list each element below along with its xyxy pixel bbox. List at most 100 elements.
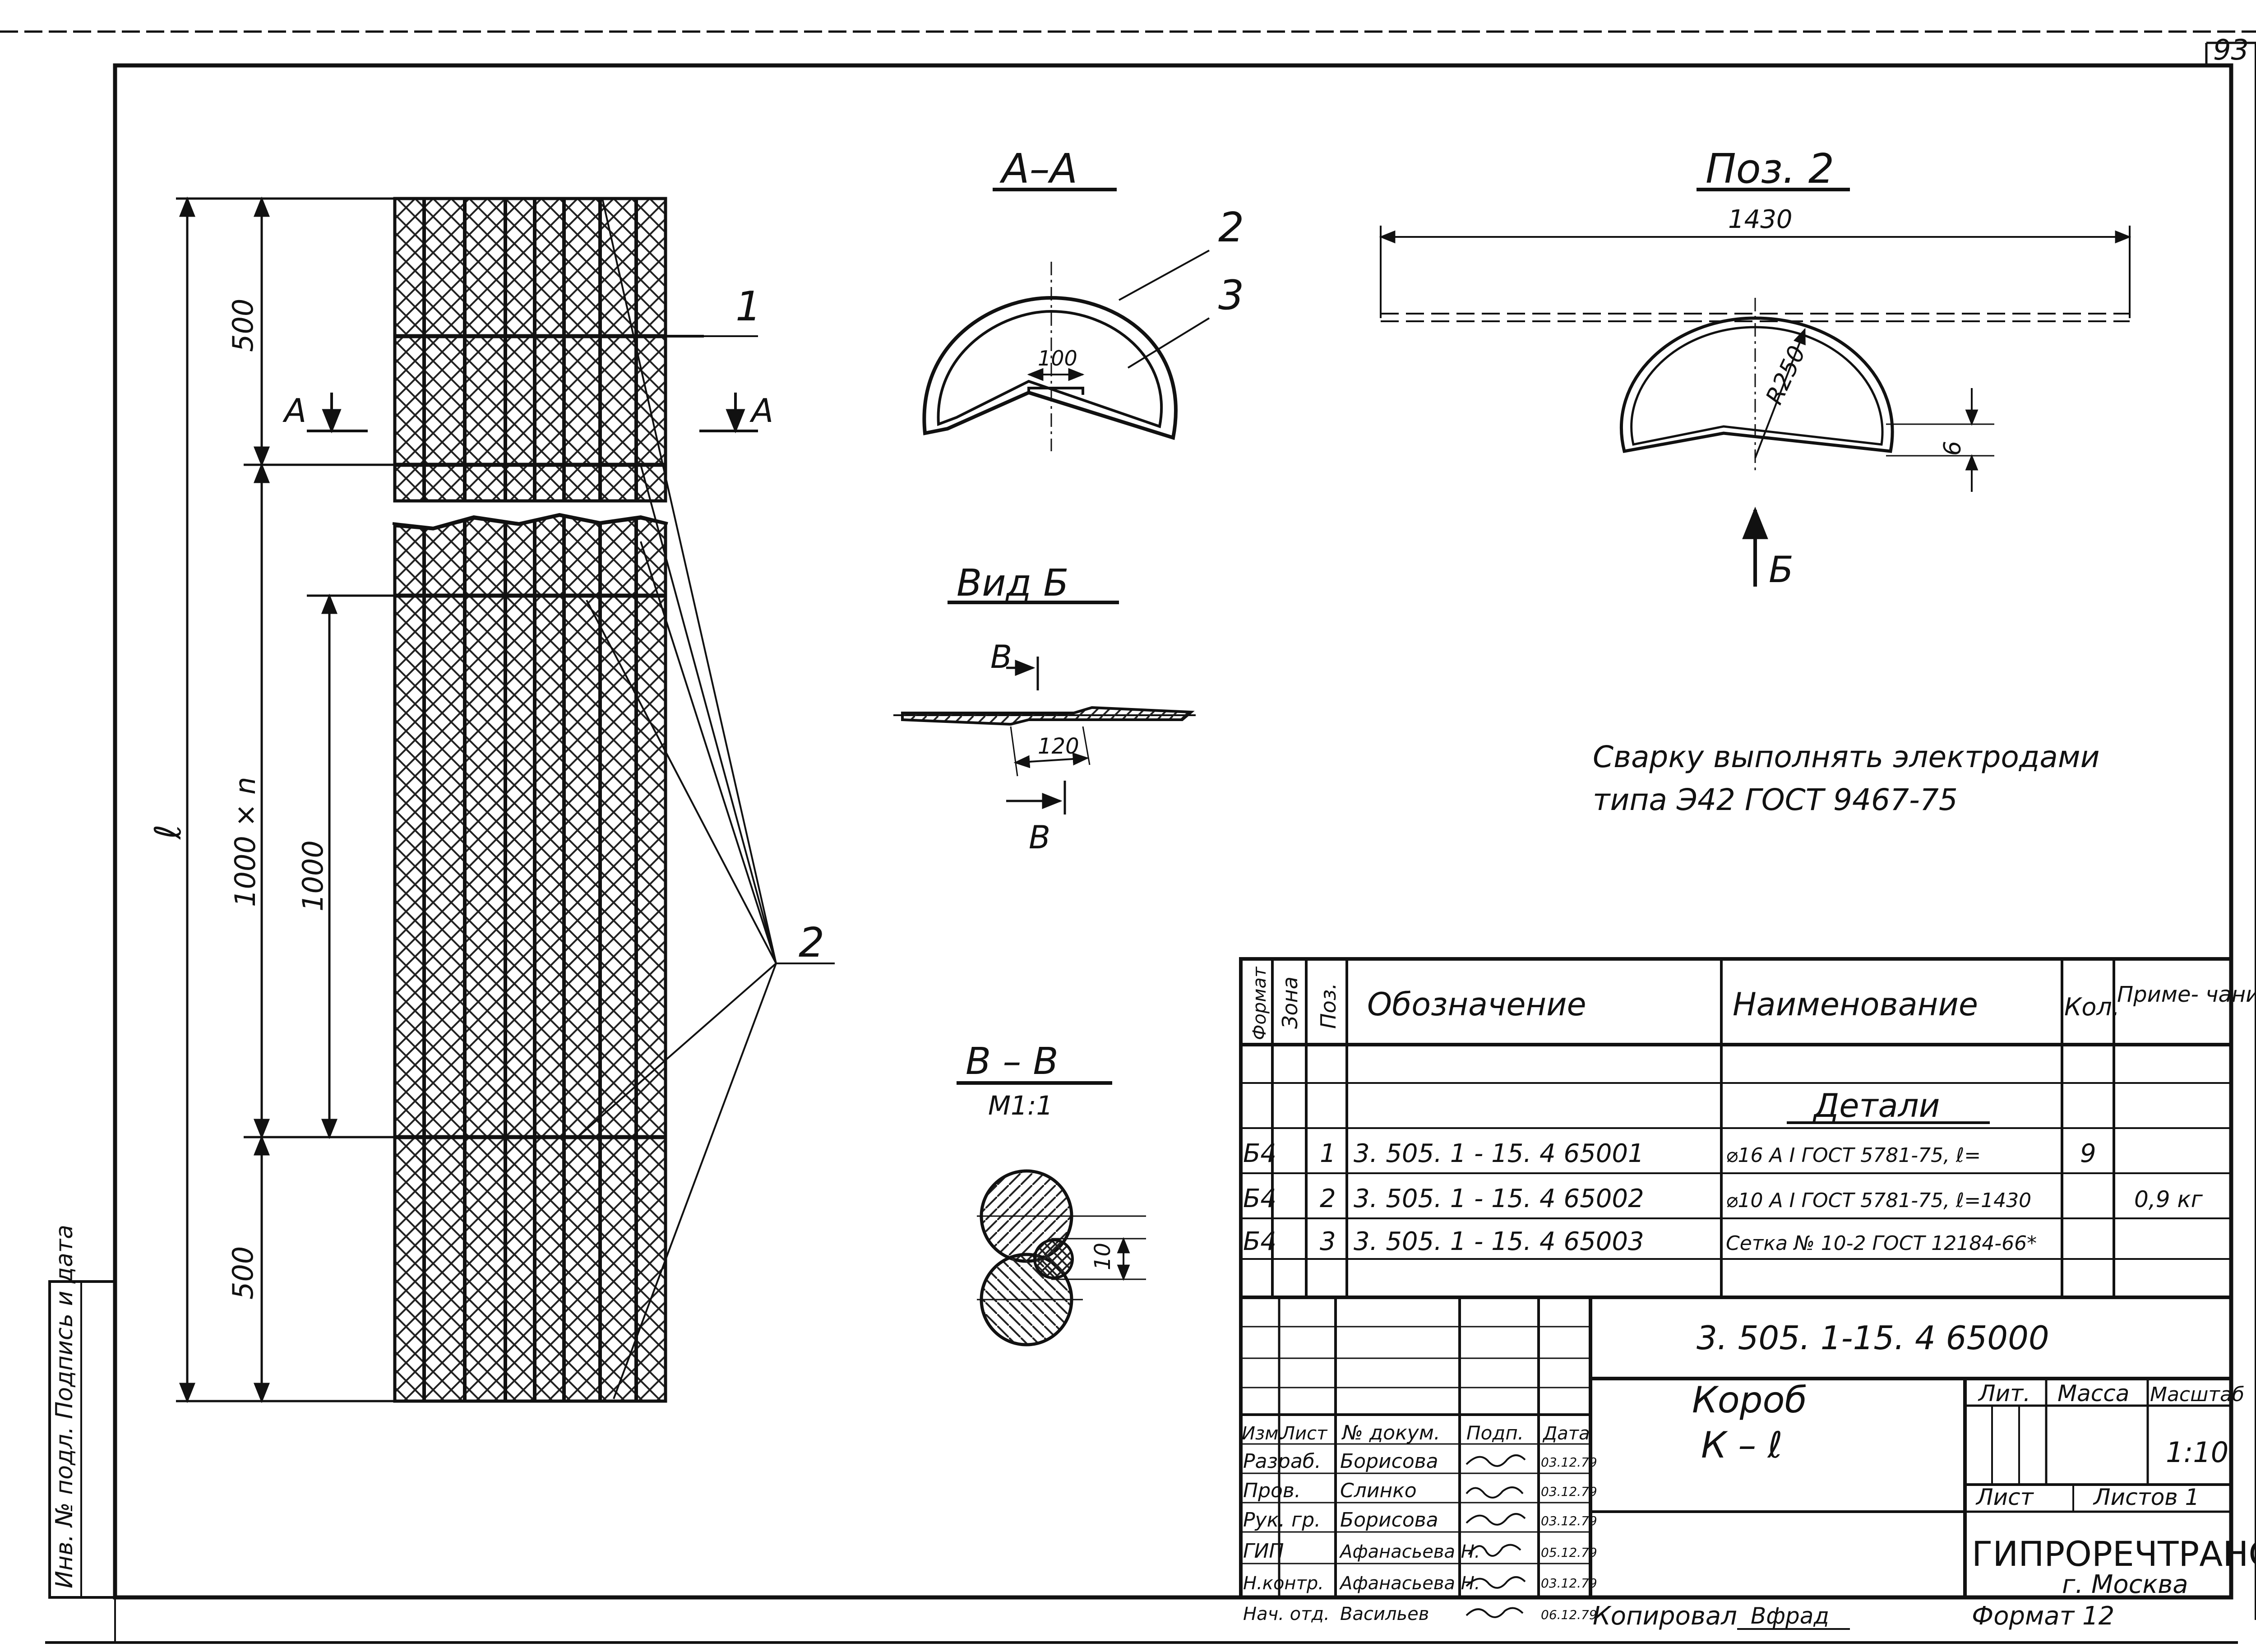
staff-signature — [1465, 1576, 1526, 1589]
staff-role: Пров. — [1243, 1479, 1301, 1502]
staff-role: ГИП — [1243, 1540, 1284, 1563]
spec-cell-name: ⌀16 А I ГОСТ 5781-75, ℓ= — [1726, 1144, 1981, 1167]
pos2-view-b-mark: Б — [1769, 549, 1794, 591]
staff-name: Афанасьева Н. — [1339, 1541, 1480, 1562]
section-mark-a-right: А — [749, 392, 773, 430]
dim-span-1000n: 1000 × n — [229, 777, 262, 907]
spec-section-title: Детали — [1812, 1087, 1940, 1124]
spec-cell-format: Б4 — [1243, 1227, 1276, 1256]
spec-header-note: Приме- чание — [2117, 982, 2256, 1007]
spec-header-zone: Зона — [1278, 976, 1302, 1029]
dimension-lines-left — [176, 196, 395, 1403]
welding-note-line1: Сварку выполнять электродами — [1593, 740, 2099, 774]
leader-pos1: 1 — [735, 283, 761, 330]
spec-cell-designation: 3. 505. 1 - 15. 4 65003 — [1354, 1227, 1644, 1256]
staff-name: Слинко — [1340, 1479, 1417, 1502]
staff-name: Афанасьева Н. — [1339, 1573, 1480, 1594]
title-lit-label: Лит. — [1978, 1380, 2030, 1407]
section-aa-cut-marks — [307, 335, 758, 434]
format-label: Формат 12 — [1972, 1601, 2114, 1631]
staff-date: 03.12.79 — [1541, 1513, 1597, 1528]
page-number: 93 — [2213, 33, 2249, 66]
pos2-title: Поз. 2 — [1706, 145, 1834, 193]
section-aa-title: А–А — [999, 145, 1077, 193]
title-mass-label: Масса — [2057, 1380, 2129, 1407]
org-city: г. Москва — [2062, 1570, 2188, 1599]
spec-header-designation: Обозначение — [1367, 986, 1586, 1023]
staff-date: 05.12.79 — [1541, 1545, 1597, 1560]
title-sheets-label: Листов 1 — [2093, 1484, 2199, 1510]
spec-header-qty: Кол. — [2064, 993, 2120, 1021]
org-name: ГИПРОРЕЧТРАНС — [1972, 1534, 2256, 1574]
spec-cell-name: Сетка № 10-2 ГОСТ 12184-66* — [1726, 1232, 2037, 1255]
rev-col-date: Дата — [1542, 1423, 1590, 1444]
mesh-panel-lower — [393, 514, 667, 1403]
spec-header-format: Формат — [1249, 966, 1270, 1040]
spec-header-name: Наименование — [1733, 986, 1978, 1023]
staff-date: 03.12.79 — [1541, 1576, 1597, 1591]
rev-col-doc-no: № докум. — [1341, 1421, 1440, 1444]
side-stamp: Инв. № подл. Подпись и дата — [48, 1225, 116, 1599]
dim-length-l: ℓ — [147, 824, 189, 840]
title-scale-label: Масштаб — [2150, 1383, 2244, 1406]
staff-name: Борисова — [1340, 1509, 1438, 1532]
spec-row: Б4 2 3. 505. 1 - 15. 4 65002 ⌀10 А I ГОС… — [1243, 1184, 2203, 1213]
title-doc-code: 3. 505. 1-15. 4 65000 — [1697, 1319, 2049, 1357]
title-scale-value: 1:10 — [2166, 1436, 2228, 1469]
section-vv-shape — [977, 1169, 1146, 1347]
staff-row: Пров. Слинко 03.12.79 — [1243, 1479, 1597, 1502]
staff-role: Н.контр. — [1243, 1573, 1324, 1594]
staff-name: Борисова — [1340, 1450, 1438, 1473]
spec-cell-pos: 2 — [1320, 1184, 1336, 1213]
aa-leader-3: 3 — [1218, 272, 1244, 319]
staff-date: 03.12.79 — [1541, 1455, 1597, 1470]
rev-col-izm: Изм. — [1242, 1423, 1284, 1444]
rebar-bars — [422, 199, 638, 1401]
title-product-name: Короб — [1692, 1379, 1807, 1421]
spec-header-pos: Поз. — [1316, 983, 1341, 1029]
vv-dim-10: 10 — [1090, 1243, 1115, 1270]
leader-lines — [577, 198, 835, 1399]
staff-date: 06.12.79 — [1541, 1607, 1597, 1622]
title-product-mark: К – ℓ — [1701, 1424, 1783, 1466]
staff-row: Разраб. Борисова 03.12.79 — [1243, 1450, 1597, 1473]
staff-row: ГИП Афанасьева Н. 05.12.79 — [1243, 1540, 1597, 1563]
copied-by-sign: Вфрад — [1751, 1603, 1829, 1629]
staff-date: 03.12.79 — [1541, 1484, 1597, 1499]
staff-signature — [1465, 1513, 1526, 1526]
title-block-grid — [1239, 1296, 2233, 1599]
rev-col-list: Лист — [1281, 1423, 1328, 1444]
title-sheet-label: Лист — [1975, 1484, 2034, 1510]
spec-cell-format: Б4 — [1243, 1139, 1276, 1168]
spec-cell-format: Б4 — [1243, 1184, 1276, 1213]
side-stamp-label: Инв. № подл. Подпись и дата — [51, 1225, 78, 1588]
aa-dim-100: 100 — [1038, 346, 1077, 370]
leader-pos2: 2 — [799, 919, 824, 967]
view-b-dim-120: 120 — [1038, 734, 1079, 759]
welding-note-line2: типа Э42 ГОСТ 9467-75 — [1593, 782, 1958, 817]
view-b-shape — [893, 657, 1196, 814]
spec-cell-designation: 3. 505. 1 - 15. 4 65002 — [1354, 1184, 1644, 1213]
staff-role: Рук. гр. — [1243, 1509, 1321, 1532]
section-aa-shape — [922, 250, 1210, 451]
spec-cell-name: ⌀10 А I ГОСТ 5781-75, ℓ=1430 — [1726, 1189, 2031, 1212]
staff-row: Рук. гр. Борисова 03.12.79 — [1243, 1509, 1597, 1532]
staff-signature — [1468, 1544, 1521, 1557]
view-b-title: Вид Б — [957, 562, 1069, 605]
spec-cell-designation: 3. 505. 1 - 15. 4 65001 — [1354, 1139, 1644, 1168]
spec-cell-note: 0,9 кг — [2134, 1186, 2203, 1212]
pos2-shape — [1379, 226, 2131, 587]
section-vv-title: В – В — [966, 1040, 1059, 1083]
spec-row: Б4 3 3. 505. 1 - 15. 4 65003 Сетка № 10-… — [1243, 1227, 2037, 1256]
aa-leader-2: 2 — [1218, 204, 1244, 251]
dim-mid-1000: 1000 — [296, 840, 329, 912]
spec-cell-pos: 3 — [1320, 1227, 1336, 1256]
section-mark-a-left: А — [282, 392, 306, 430]
staff-signature — [1465, 1607, 1524, 1618]
staff-signature — [1465, 1486, 1524, 1499]
rev-col-sign: Подп. — [1466, 1422, 1524, 1444]
dim-top-500: 500 — [227, 299, 259, 352]
spec-row: Б4 1 3. 505. 1 - 15. 4 65001 ⌀16 А I ГОС… — [1243, 1139, 2096, 1168]
view-b-mark-bottom: В — [1029, 819, 1050, 856]
